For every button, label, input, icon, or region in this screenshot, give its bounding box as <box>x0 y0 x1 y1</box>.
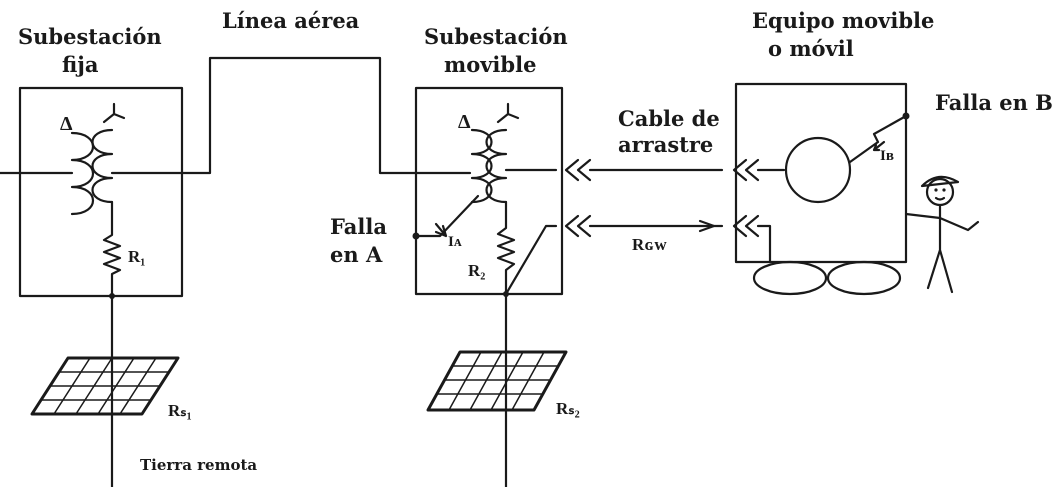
ib-arrow <box>872 140 886 152</box>
ib-label: Iʙ <box>880 148 894 164</box>
worker-figure <box>904 175 980 294</box>
ia-arrow <box>434 222 448 238</box>
mobile-equipment-label-line1: Equipo movible <box>752 8 934 33</box>
cable-connector-right-ground <box>732 214 760 238</box>
cable-connector-left-phase <box>564 158 592 182</box>
fault-a-path <box>414 194 480 238</box>
fixed-substation-box <box>18 86 184 298</box>
mobile-substation-label-line2: movible <box>444 52 536 77</box>
ground-grid-rs2 <box>426 350 568 412</box>
rs1-label: Rₛ₁ <box>168 401 192 420</box>
fault-b-node <box>902 112 910 120</box>
fault-b-label: Falla en B <box>935 90 1053 115</box>
mobile-substation-box <box>414 86 564 296</box>
mobile-equipment-box <box>734 82 908 264</box>
fault-a-label-line2: en A <box>330 242 383 267</box>
r1-label: R₁ <box>128 247 145 266</box>
trailing-cable-label-line1: Cable de <box>618 106 720 131</box>
resistor-r1 <box>102 200 122 298</box>
equipment-ground-bond <box>756 224 772 264</box>
fixed-substation-label-line2: fija <box>62 52 99 77</box>
mobile-substation-label-line1: Subestación <box>424 24 568 49</box>
rgw-label: Rɢᴡ <box>632 235 667 254</box>
mobile-primary-winding <box>470 128 493 204</box>
fixed-substation-label-line1: Subestación <box>18 24 162 49</box>
overhead-line-conductor <box>110 56 472 175</box>
ground-wire-link <box>504 224 558 296</box>
fixed-wye-symbol <box>102 102 126 124</box>
fault-a-node <box>412 232 420 240</box>
motor-circle <box>784 136 852 204</box>
resistor-r2 <box>496 200 516 296</box>
mobile-secondary-winding <box>485 128 508 204</box>
ground-grid-rs1 <box>30 356 180 416</box>
mobile-equipment-label-line2: o móvil <box>768 36 854 61</box>
fixed-primary-winding <box>70 131 95 216</box>
fixed-delta-symbol: Δ <box>60 113 73 135</box>
ground-conductor-arrow <box>698 219 716 233</box>
r2-label: R₂ <box>468 261 485 280</box>
overhead-line-label: Línea aérea <box>222 8 360 33</box>
rs2-label: Rₛ₂ <box>556 399 580 418</box>
ia-label: Iᴀ <box>448 234 462 250</box>
trailing-cable-label-line2: arrastre <box>618 132 713 157</box>
mobile-delta-symbol: Δ <box>458 111 471 133</box>
mobile-wye-symbol <box>496 102 520 124</box>
cable-connector-right-phase <box>732 158 760 182</box>
wheel-right <box>826 260 902 296</box>
fault-a-label-line1: Falla <box>330 214 387 239</box>
fixed-secondary-winding <box>91 128 114 204</box>
wheel-left <box>752 260 828 296</box>
cable-connector-left-ground <box>564 214 592 238</box>
fault-b-path <box>848 114 908 164</box>
remote-earth-label: Tierra remota <box>140 456 257 474</box>
